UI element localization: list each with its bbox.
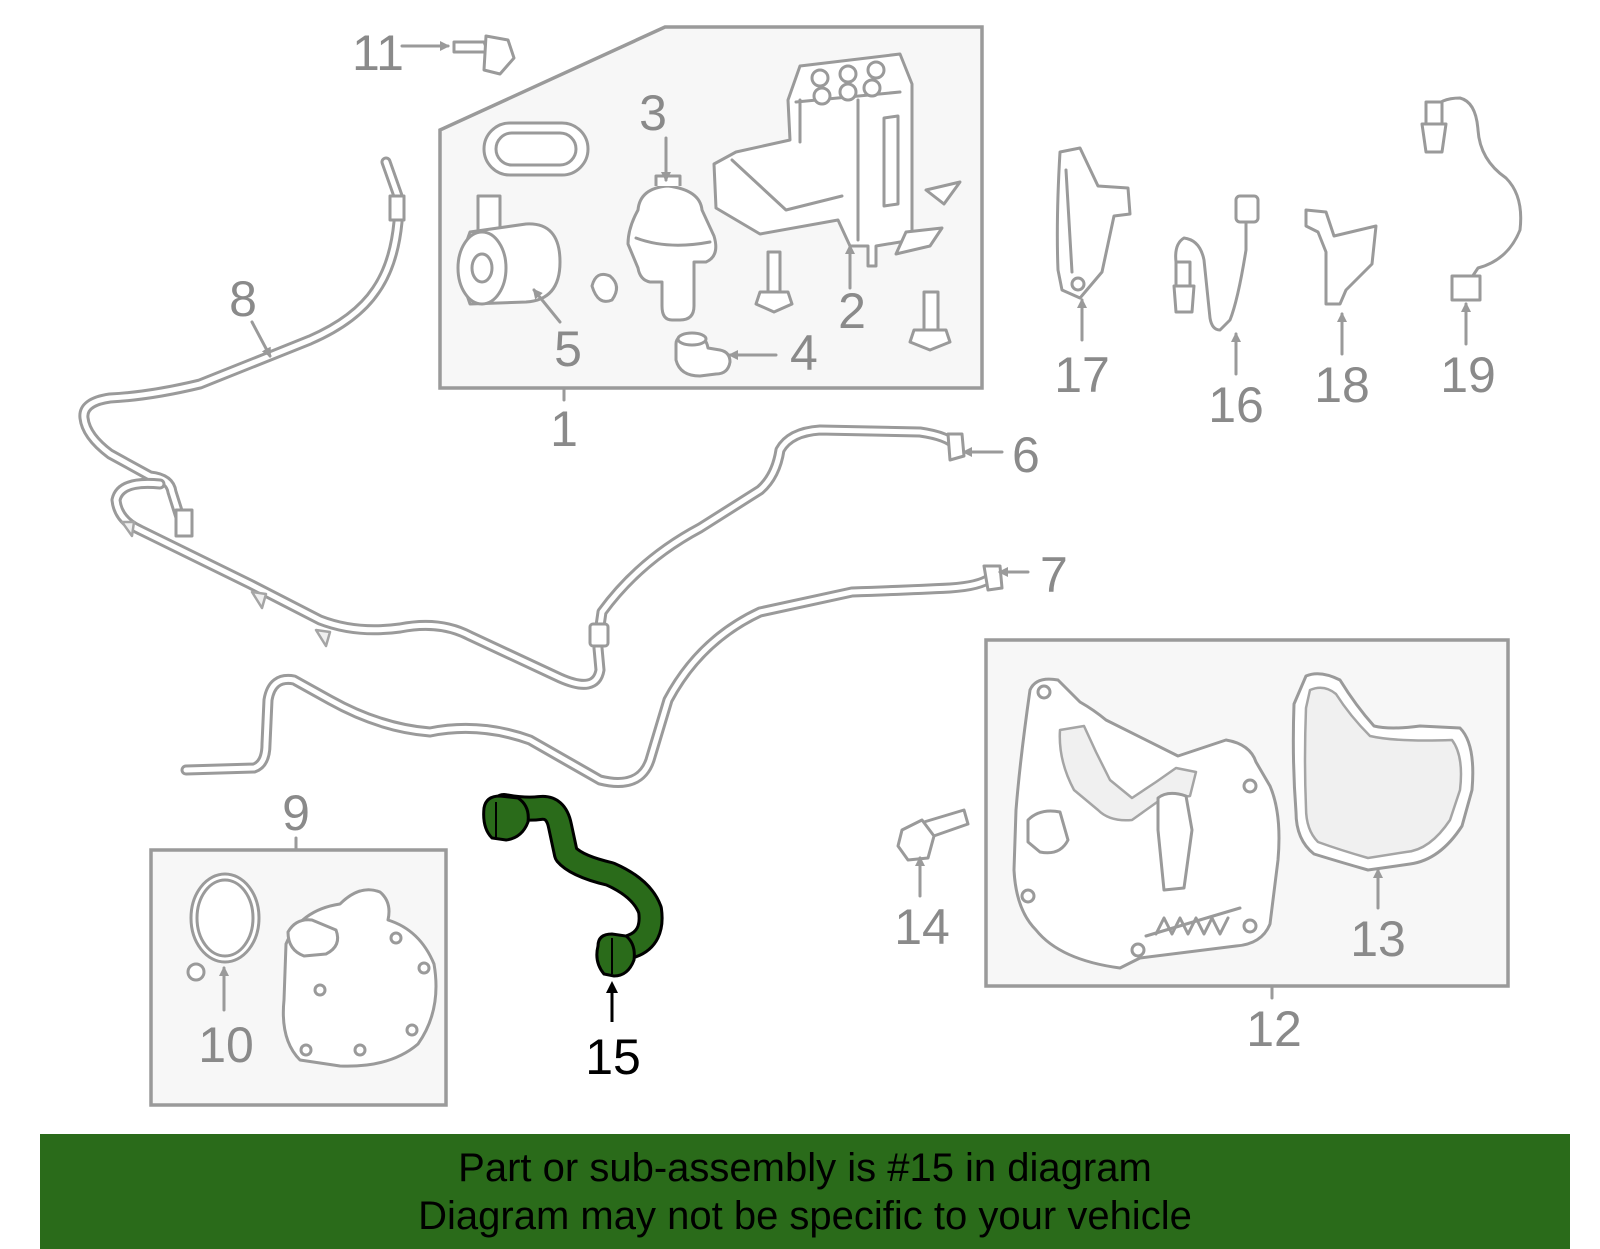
breather-hose-15[interactable]: [482, 793, 664, 978]
grommet[interactable]: [482, 121, 590, 177]
purge-solenoid[interactable]: [456, 194, 562, 306]
bracket-17[interactable]: [1055, 146, 1132, 300]
callout-3: 3: [639, 85, 671, 182]
oil-separator[interactable]: [1012, 677, 1281, 970]
check-valve[interactable]: [626, 174, 718, 322]
callout-14-label: 14: [894, 899, 950, 955]
callout-17: 17: [1054, 298, 1110, 403]
banner-line-part: Part or sub-assembly is #15 in diagram: [458, 1146, 1152, 1190]
callout-3-label: 3: [639, 85, 667, 141]
callout-7: 7: [998, 547, 1068, 603]
callout-15-label: 15: [585, 1029, 641, 1085]
callout-13: 13: [1350, 868, 1406, 967]
vapor-line-7[interactable]: [180, 564, 1004, 788]
bolt-box1-b[interactable]: [908, 290, 952, 352]
gasket-13[interactable]: [1291, 672, 1475, 872]
callout-5-label: 5: [554, 321, 582, 377]
callout-4: 4: [728, 325, 818, 381]
vapor-line-8[interactable]: [78, 156, 406, 538]
callout-18: 18: [1314, 312, 1370, 413]
callout-17-label: 17: [1054, 347, 1110, 403]
callout-6: 6: [962, 427, 1040, 483]
callout-7-label: 7: [1040, 547, 1068, 603]
callout-11: 11: [352, 25, 450, 81]
oxygen-sensor-19[interactable]: [1420, 96, 1523, 302]
callout-10: 10: [198, 966, 254, 1073]
callout-9: 9: [282, 785, 310, 852]
callout-11-label: 11: [352, 25, 404, 81]
callout-15: 15: [585, 981, 641, 1085]
callout-4-label: 4: [790, 325, 818, 381]
o-ring-10[interactable]: [186, 872, 261, 982]
callout-8-label: 8: [229, 271, 257, 327]
vapor-line-main[interactable]: [110, 477, 606, 690]
oxygen-sensor-16[interactable]: [1172, 194, 1260, 332]
callout-2-label: 2: [838, 283, 866, 339]
callout-18-label: 18: [1314, 357, 1370, 413]
callout-12: 12: [1246, 984, 1302, 1057]
callout-19: 19: [1440, 302, 1496, 403]
callout-2: 2: [838, 244, 866, 339]
bolt-11[interactable]: [452, 34, 516, 76]
callout-6-label: 6: [1012, 427, 1040, 483]
callout-14: 14: [894, 856, 950, 955]
banner-line-disclaimer: Diagram may not be specific to your vehi…: [418, 1194, 1192, 1238]
callout-16-label: 16: [1208, 377, 1264, 433]
callout-5: 5: [532, 288, 582, 377]
callout-16: 16: [1208, 332, 1264, 433]
charcoal-canister[interactable]: [712, 52, 962, 268]
callout-1-label: 1: [550, 401, 578, 457]
plug[interactable]: [590, 272, 618, 303]
info-banner: Part or sub-assembly is #15 in diagram D…: [40, 1134, 1570, 1249]
callout-19-label: 19: [1440, 347, 1496, 403]
callout-13-label: 13: [1350, 911, 1406, 967]
vacuum-pump[interactable]: [281, 888, 438, 1068]
vapor-line-6[interactable]: [588, 424, 966, 648]
callout-12-label: 12: [1246, 1001, 1302, 1057]
callout-10-label: 10: [198, 1017, 254, 1073]
callout-9-label: 9: [282, 785, 310, 841]
bolt-box1-a[interactable]: [754, 250, 794, 314]
canister-ports: [810, 60, 886, 106]
callout-8: 8: [229, 271, 272, 358]
bolt-14[interactable]: [896, 808, 970, 862]
callout-1: 1: [550, 386, 578, 457]
bracket-18[interactable]: [1304, 208, 1378, 306]
